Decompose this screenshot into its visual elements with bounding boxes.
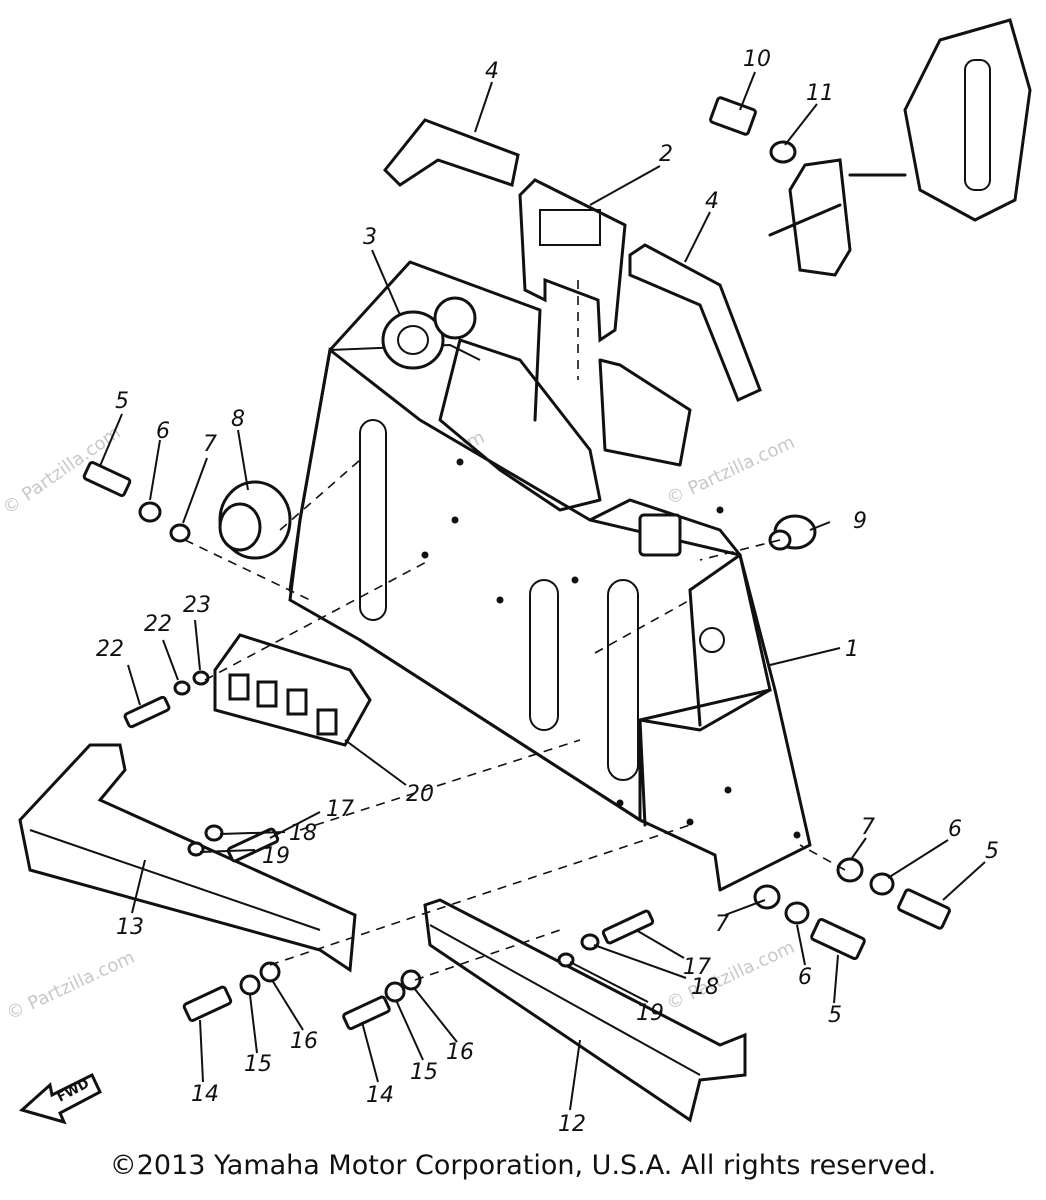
callout-23: 23	[183, 593, 211, 618]
callout-6a: 6	[156, 419, 170, 444]
callout-14a: 14	[191, 1082, 219, 1107]
callout-21: 22	[96, 637, 124, 662]
callout-1: 1	[845, 637, 859, 662]
callout-16b: 16	[446, 1040, 474, 1065]
callout-11: 11	[806, 81, 834, 106]
callout-17b: 17	[683, 955, 711, 980]
part-3-bushing	[381, 296, 477, 370]
callout-15a: 15	[244, 1052, 272, 1077]
fwd-arrow: FWD	[18, 1072, 102, 1125]
callout-3: 3	[363, 225, 377, 250]
callout-labels: 4 2 3 4 10 11 8 9 1 5 6 7 22 22 23 20 17…	[96, 47, 999, 1137]
callout-2: 2	[659, 142, 673, 167]
callout-6c: 6	[798, 965, 812, 990]
callout-9: 9	[853, 509, 867, 534]
part-2-plate	[518, 178, 627, 380]
callout-19a: 19	[262, 844, 290, 869]
callout-7b: 7	[861, 815, 875, 840]
part-4-pad-upper	[382, 118, 520, 187]
part-9-cap	[768, 514, 817, 551]
callout-5a: 5	[115, 389, 129, 414]
part-10-11-handle-assembly	[709, 18, 1032, 277]
fasteners	[82, 461, 951, 1031]
callout-19b: 19	[636, 1001, 664, 1026]
callout-8: 8	[231, 407, 245, 432]
part-13-left-rail	[18, 743, 357, 973]
part-8-pulley	[218, 459, 361, 560]
callout-20: 20	[406, 782, 434, 807]
callout-4a: 4	[485, 59, 499, 84]
part-20-terminal-block	[213, 633, 372, 747]
callout-5c: 5	[828, 1003, 842, 1028]
callout-16a: 16	[290, 1029, 318, 1054]
callout-4b: 4	[705, 189, 719, 214]
leader-lines	[99, 71, 986, 1111]
callout-22: 22	[144, 612, 172, 637]
part-1-bracket-body	[288, 260, 812, 892]
callout-13: 13	[116, 915, 144, 940]
callout-17a: 17	[326, 797, 354, 822]
copyright-notice: ©2013 Yamaha Motor Corporation, U.S.A. A…	[109, 1150, 937, 1181]
callout-15b: 15	[410, 1060, 438, 1085]
part-12-right-rail	[423, 898, 747, 1123]
callout-14b: 14	[366, 1083, 394, 1108]
callout-7a: 7	[203, 432, 217, 457]
exploded-parts-diagram: © Partzilla.com © Partzilla.com © Partzi…	[0, 18, 1032, 1137]
callout-5b: 5	[985, 839, 999, 864]
callout-12: 12	[558, 1112, 586, 1137]
callout-18a: 18	[289, 821, 317, 846]
callout-10: 10	[743, 47, 771, 72]
callout-6b: 6	[948, 817, 962, 842]
callout-7c: 7	[715, 912, 729, 937]
callout-18b: 18	[691, 975, 719, 1000]
part-4-pad-right	[628, 243, 762, 403]
watermark-lower-left: © Partzilla.com	[3, 947, 138, 1025]
